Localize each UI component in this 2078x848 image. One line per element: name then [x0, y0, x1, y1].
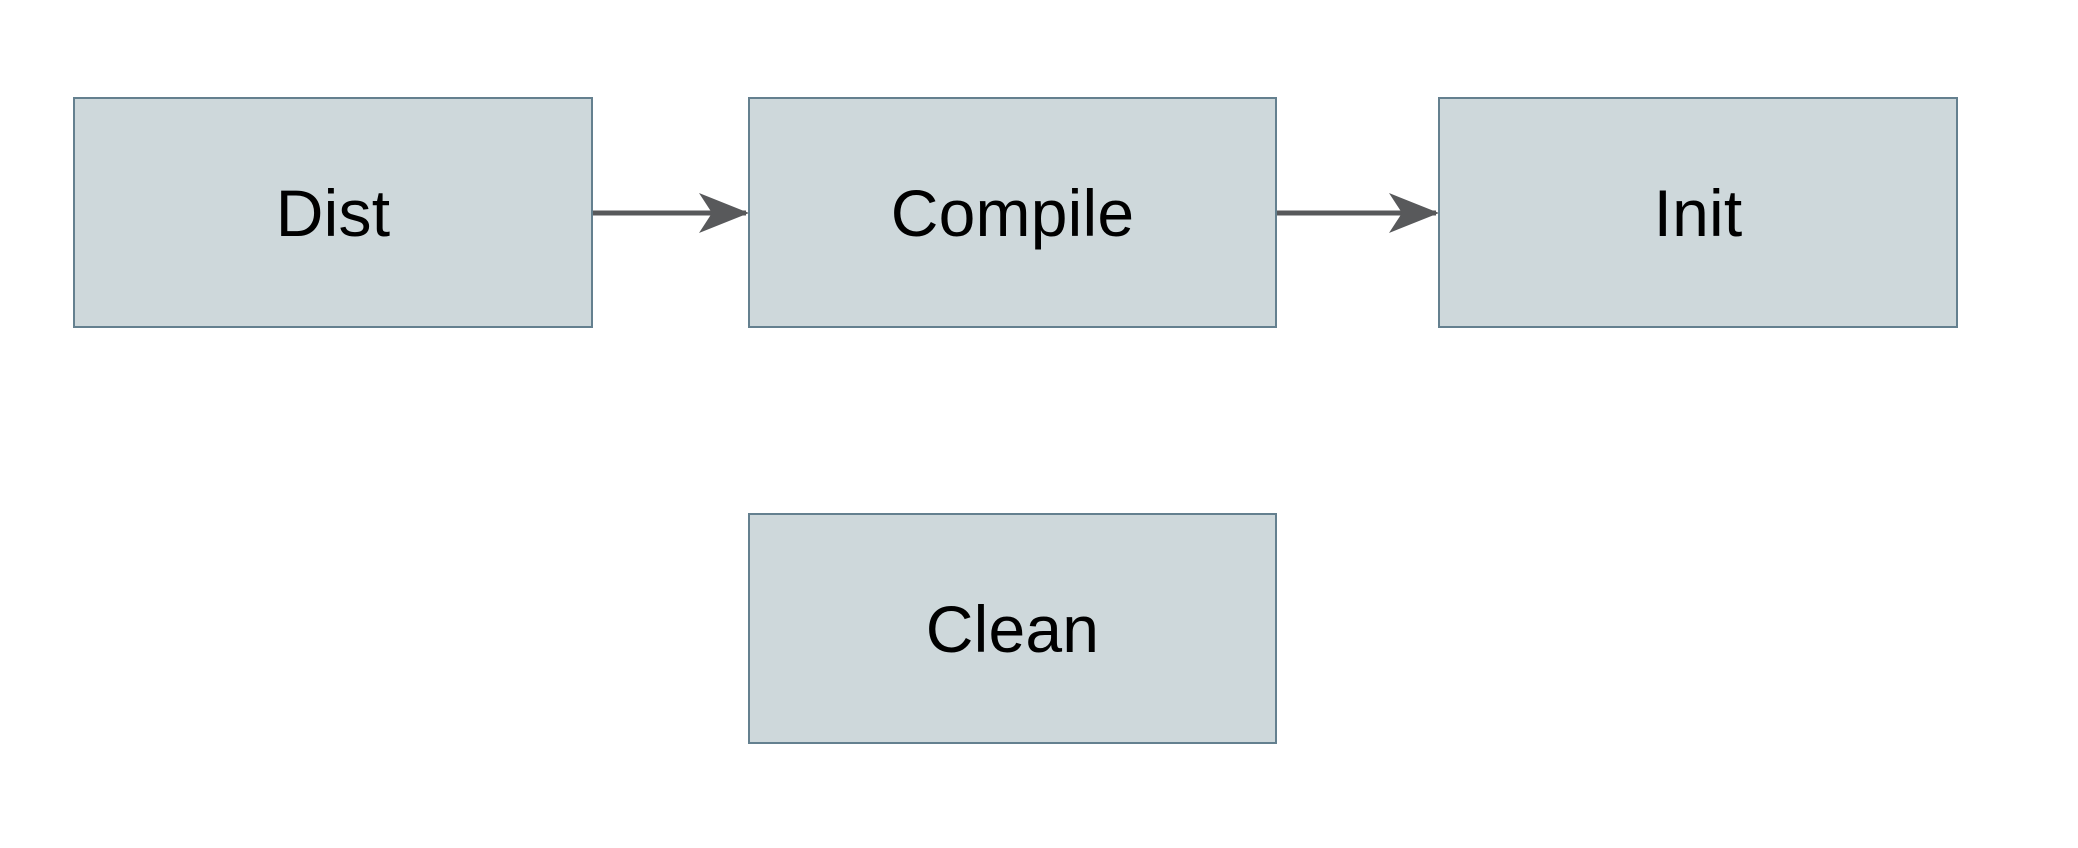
node-compile[interactable]: Compile: [748, 97, 1277, 328]
node-label: Dist: [275, 175, 391, 250]
node-dist[interactable]: Dist: [73, 97, 593, 328]
node-label: Compile: [890, 175, 1135, 250]
node-label: Init: [1653, 175, 1743, 250]
node-init[interactable]: Init: [1438, 97, 1958, 328]
node-clean[interactable]: Clean: [748, 513, 1277, 744]
node-label: Clean: [925, 591, 1100, 666]
